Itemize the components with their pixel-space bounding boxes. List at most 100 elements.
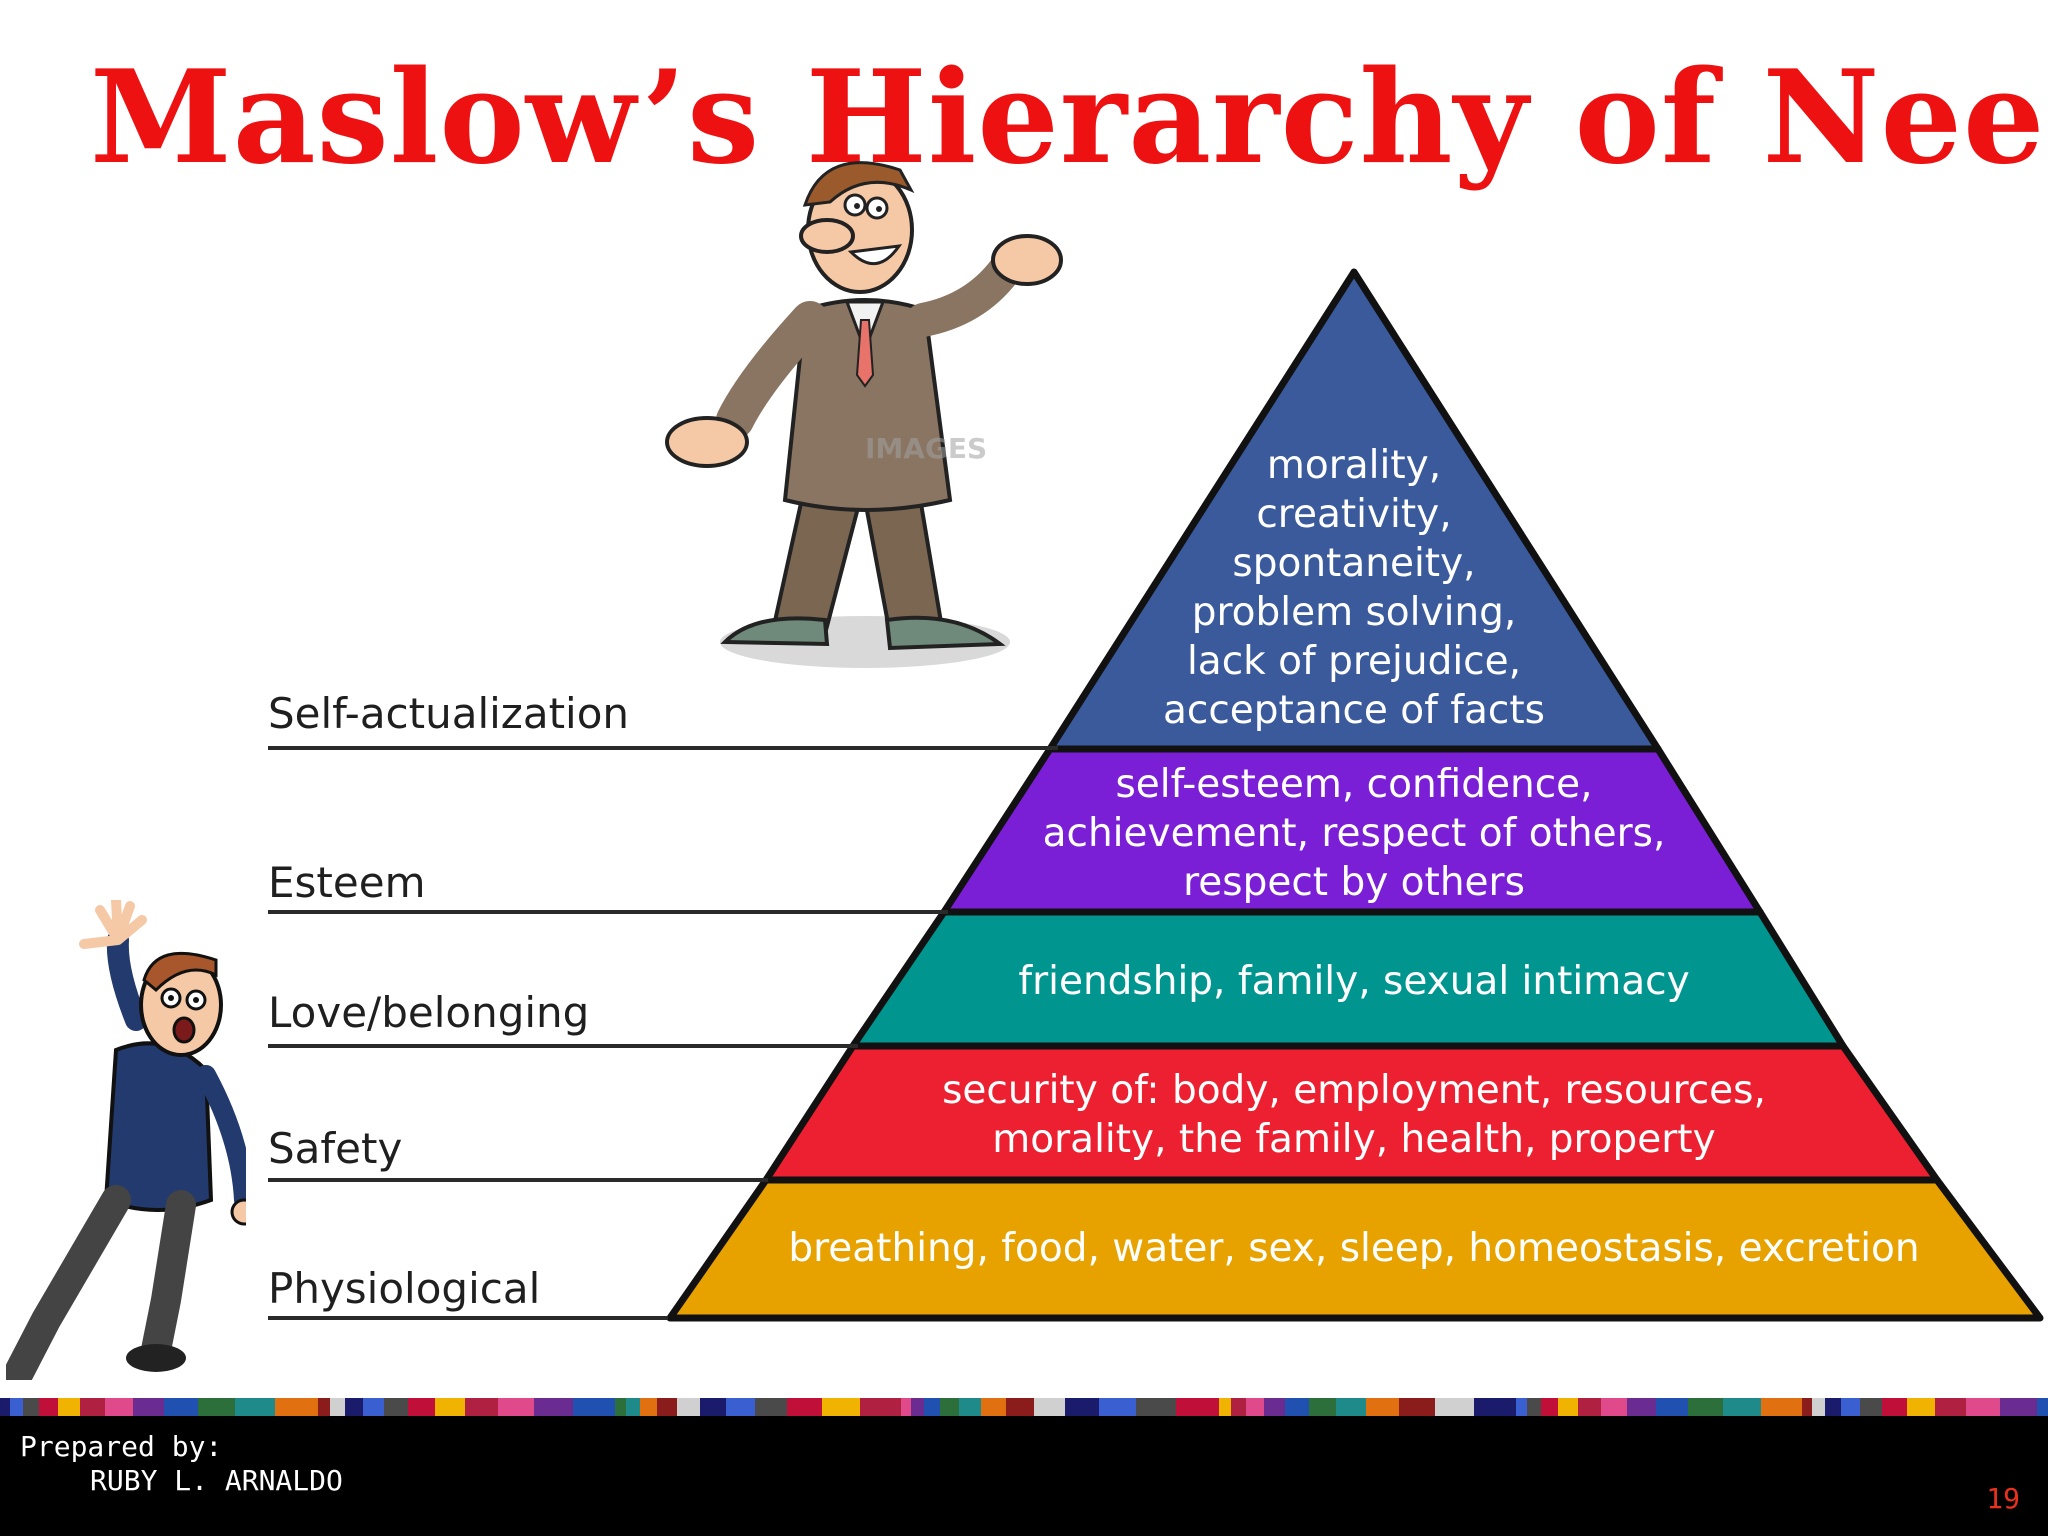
strip-segment [822,1398,860,1416]
strip-segment [1065,1398,1099,1416]
tier-line: friendship, family, sexual intimacy [1018,959,1690,1004]
strip-segment [105,1398,133,1416]
strip-segment [755,1398,787,1416]
strip-segment [1578,1398,1601,1416]
label-physiological: Physiological [268,1264,541,1313]
strip-segment [911,1398,924,1416]
strip-segment [275,1398,318,1416]
strip-segment [860,1398,901,1416]
strip-segment [465,1398,498,1416]
strip-segment [1246,1398,1264,1416]
strip-segment [39,1398,58,1416]
strip-segment [10,1398,23,1416]
tier-line: lack of prejudice, [1186,639,1522,684]
cheerful-businessman-illustration [665,161,1063,668]
strip-segment [1935,1398,1966,1416]
strip-segment [1688,1398,1723,1416]
strip-segment [2037,1398,2048,1416]
label-love-belonging: Love/belonging [268,988,590,1037]
strip-segment [787,1398,822,1416]
footer-bar: Prepared by: RUBY L. ARNALDO 19 [0,1416,2048,1536]
slide-title: Maslow’s Hierarchy of Needs [90,43,2048,193]
tier-line: breathing, food, water, sex, sleep, home… [788,1226,1920,1271]
strip-segment [534,1398,573,1416]
prepared-by-label: Prepared by: [20,1430,223,1463]
decorative-color-strip [0,1398,2048,1416]
strip-segment [164,1398,198,1416]
strip-segment [1309,1398,1336,1416]
tier-text-esteem: self-esteem, confidence, achievement, re… [1004,760,1704,907]
strip-segment [1966,1398,2000,1416]
label-esteem: Esteem [268,858,426,907]
strip-segment [901,1398,911,1416]
tier-text-safety: security of: body, employment, resources… [854,1066,1854,1164]
strip-segment [345,1398,363,1416]
strip-segment [981,1398,1006,1416]
line-self-actualization [268,746,1058,750]
strip-segment [700,1398,726,1416]
tier-line: respect by others [1183,860,1525,905]
strip-segment [58,1398,80,1416]
strip-segment [1882,1398,1907,1416]
strip-segment [435,1398,465,1416]
strip-segment [1907,1398,1935,1416]
strip-segment [1006,1398,1034,1416]
strip-segment [1264,1398,1285,1416]
strip-segment [1399,1398,1435,1416]
label-safety: Safety [268,1124,403,1173]
tier-line: achievement, respect of others, [1042,811,1666,856]
line-safety [268,1178,768,1182]
tier-line: acceptance of facts [1163,688,1545,733]
strip-segment [1474,1398,1516,1416]
tier-text-physiological: breathing, food, water, sex, sleep, home… [724,1224,1984,1273]
strip-segment [1802,1398,1812,1416]
strip-segment [640,1398,657,1416]
strip-segment [1366,1398,1399,1416]
tier-line: creativity, [1256,492,1452,537]
strip-segment [1527,1398,1541,1416]
strip-segment [924,1398,940,1416]
line-love-belonging [268,1044,858,1048]
tier-line: spontaneity, [1232,541,1476,586]
strip-segment [1558,1398,1578,1416]
strip-segment [1516,1398,1527,1416]
strip-segment [677,1398,700,1416]
strip-segment [318,1398,330,1416]
strip-segment [1627,1398,1656,1416]
strip-segment [573,1398,615,1416]
strip-segment [1841,1398,1860,1416]
strip-segment [0,1398,10,1416]
strip-segment [133,1398,164,1416]
strip-segment [80,1398,105,1416]
strip-segment [363,1398,384,1416]
strip-segment [940,1398,959,1416]
strip-segment [1435,1398,1474,1416]
strip-segment [2000,1398,2037,1416]
strip-segment [330,1398,345,1416]
strip-segment [1136,1398,1176,1416]
strip-segment [498,1398,534,1416]
strip-segment [198,1398,235,1416]
tier-line: problem solving, [1191,590,1517,635]
line-esteem [268,910,948,914]
strip-segment [1812,1398,1825,1416]
tier-line: morality, the family, health, property [992,1117,1716,1162]
tier-text-love-belonging: friendship, family, sexual intimacy [954,957,1754,1006]
strip-segment [1219,1398,1231,1416]
strip-segment [615,1398,626,1416]
strip-segment [1176,1398,1219,1416]
strip-segment [1825,1398,1841,1416]
strip-segment [23,1398,39,1416]
label-self-actualization: Self-actualization [268,689,630,738]
strip-segment [235,1398,275,1416]
tier-line: self-esteem, confidence, [1115,762,1593,807]
page-number: 19 [1986,1482,2020,1515]
line-physiological [268,1316,668,1320]
strip-segment [1336,1398,1366,1416]
tier-text-self-actualization: morality, creativity, spontaneity, probl… [1104,441,1604,735]
strip-segment [626,1398,640,1416]
strip-segment [408,1398,435,1416]
strip-segment [1541,1398,1558,1416]
strip-segment [959,1398,981,1416]
strip-segment [1285,1398,1309,1416]
